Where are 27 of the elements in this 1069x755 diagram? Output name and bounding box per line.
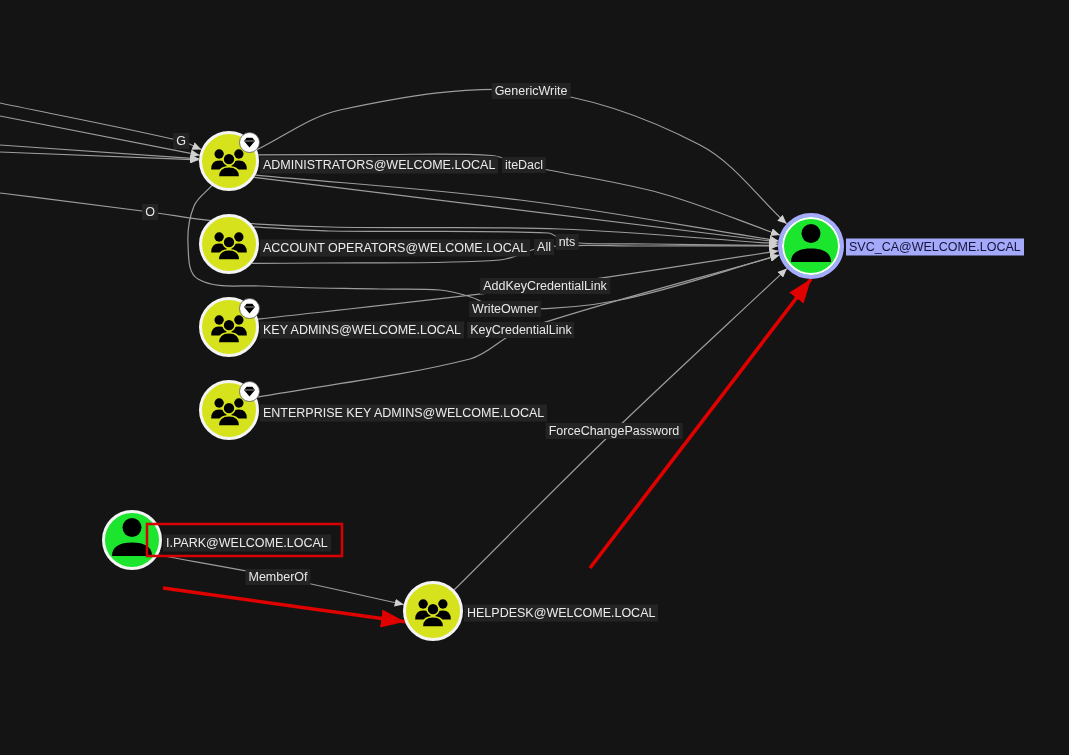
arrow bbox=[253, 226, 779, 250]
edge-label: O bbox=[142, 204, 158, 220]
edge-label: AddKeyCredentialLink bbox=[480, 278, 610, 294]
node-label: ACCOUNT OPERATORS@WELCOME.LOCAL bbox=[260, 239, 531, 257]
arrow bbox=[0, 115, 201, 158]
edge-label: WriteOwner bbox=[469, 301, 541, 317]
arrow bbox=[251, 242, 779, 264]
node-label: HELPDESK@WELCOME.LOCAL bbox=[464, 604, 659, 622]
edge-label: All bbox=[534, 239, 554, 255]
edge-label: G bbox=[173, 133, 189, 149]
edge-label: MemberOf bbox=[245, 569, 311, 585]
annotation-arrow bbox=[162, 586, 406, 628]
edge-label: ForceChangePassword bbox=[545, 423, 683, 439]
arrow bbox=[0, 102, 202, 151]
edge-label: iteDacl bbox=[501, 157, 547, 173]
edge-label: KeyCredentialLink bbox=[467, 322, 575, 338]
arrow bbox=[453, 268, 788, 591]
arrow bbox=[0, 151, 200, 164]
node-label: ENTERPRISE KEY ADMINS@WELCOME.LOCAL bbox=[260, 404, 548, 422]
node-label: ADMINISTRATORS@WELCOME.LOCAL bbox=[260, 156, 499, 174]
annotation-arrow bbox=[588, 277, 813, 570]
node-label: SVC_CA@WELCOME.LOCAL bbox=[846, 238, 1024, 256]
arrow bbox=[257, 153, 781, 236]
edge-label: nts bbox=[555, 234, 579, 250]
edge-label: GenericWrite bbox=[491, 83, 571, 99]
node-label: KEY ADMINS@WELCOME.LOCAL bbox=[260, 321, 464, 339]
node-label: I.PARK@WELCOME.LOCAL bbox=[163, 534, 331, 552]
